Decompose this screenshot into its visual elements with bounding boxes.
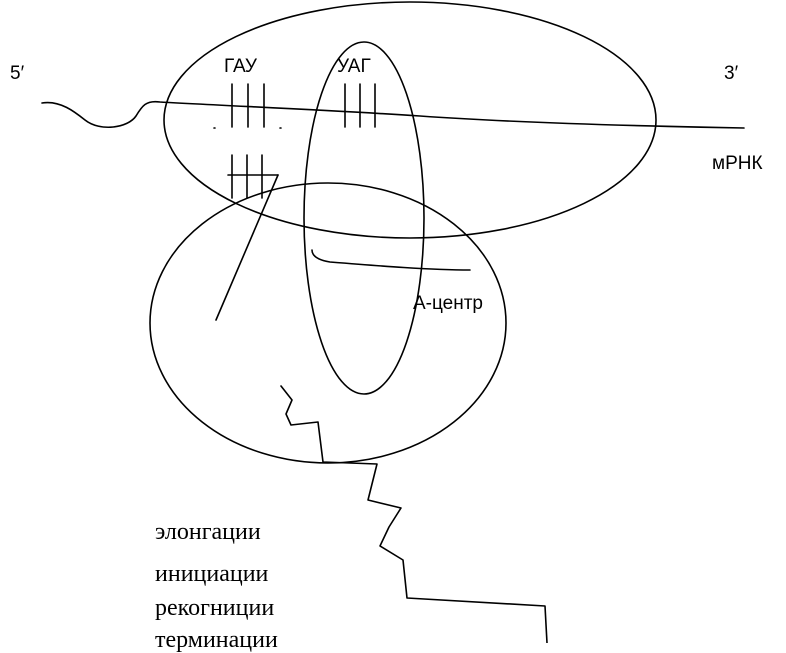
a-site-ellipse: [303, 41, 425, 395]
codon-gau-ticks: [213, 83, 282, 129]
a-site-label: А-центр: [413, 293, 483, 314]
a-site-line: [311, 249, 471, 271]
small-subunit: [163, 1, 657, 239]
codon-gau-label: ГАУ: [224, 56, 257, 77]
mrna-label: мРНК: [712, 153, 763, 174]
five-prime-end-label: 5′: [10, 63, 25, 84]
three-prime-end-label: 3′: [724, 63, 739, 84]
trna-symbol: [215, 154, 279, 321]
polypeptide-chain: [280, 385, 548, 643]
mrna-strand: [41, 100, 745, 129]
large-subunit: [149, 182, 507, 464]
option-elongation: элонгации: [155, 519, 261, 545]
option-initiation: инициации: [155, 561, 269, 587]
codon-uag-label: УАГ: [337, 56, 371, 77]
codon-uag-ticks: [344, 83, 376, 128]
option-recognition: рекогниции: [155, 595, 275, 621]
option-termination: терминации: [155, 627, 278, 653]
